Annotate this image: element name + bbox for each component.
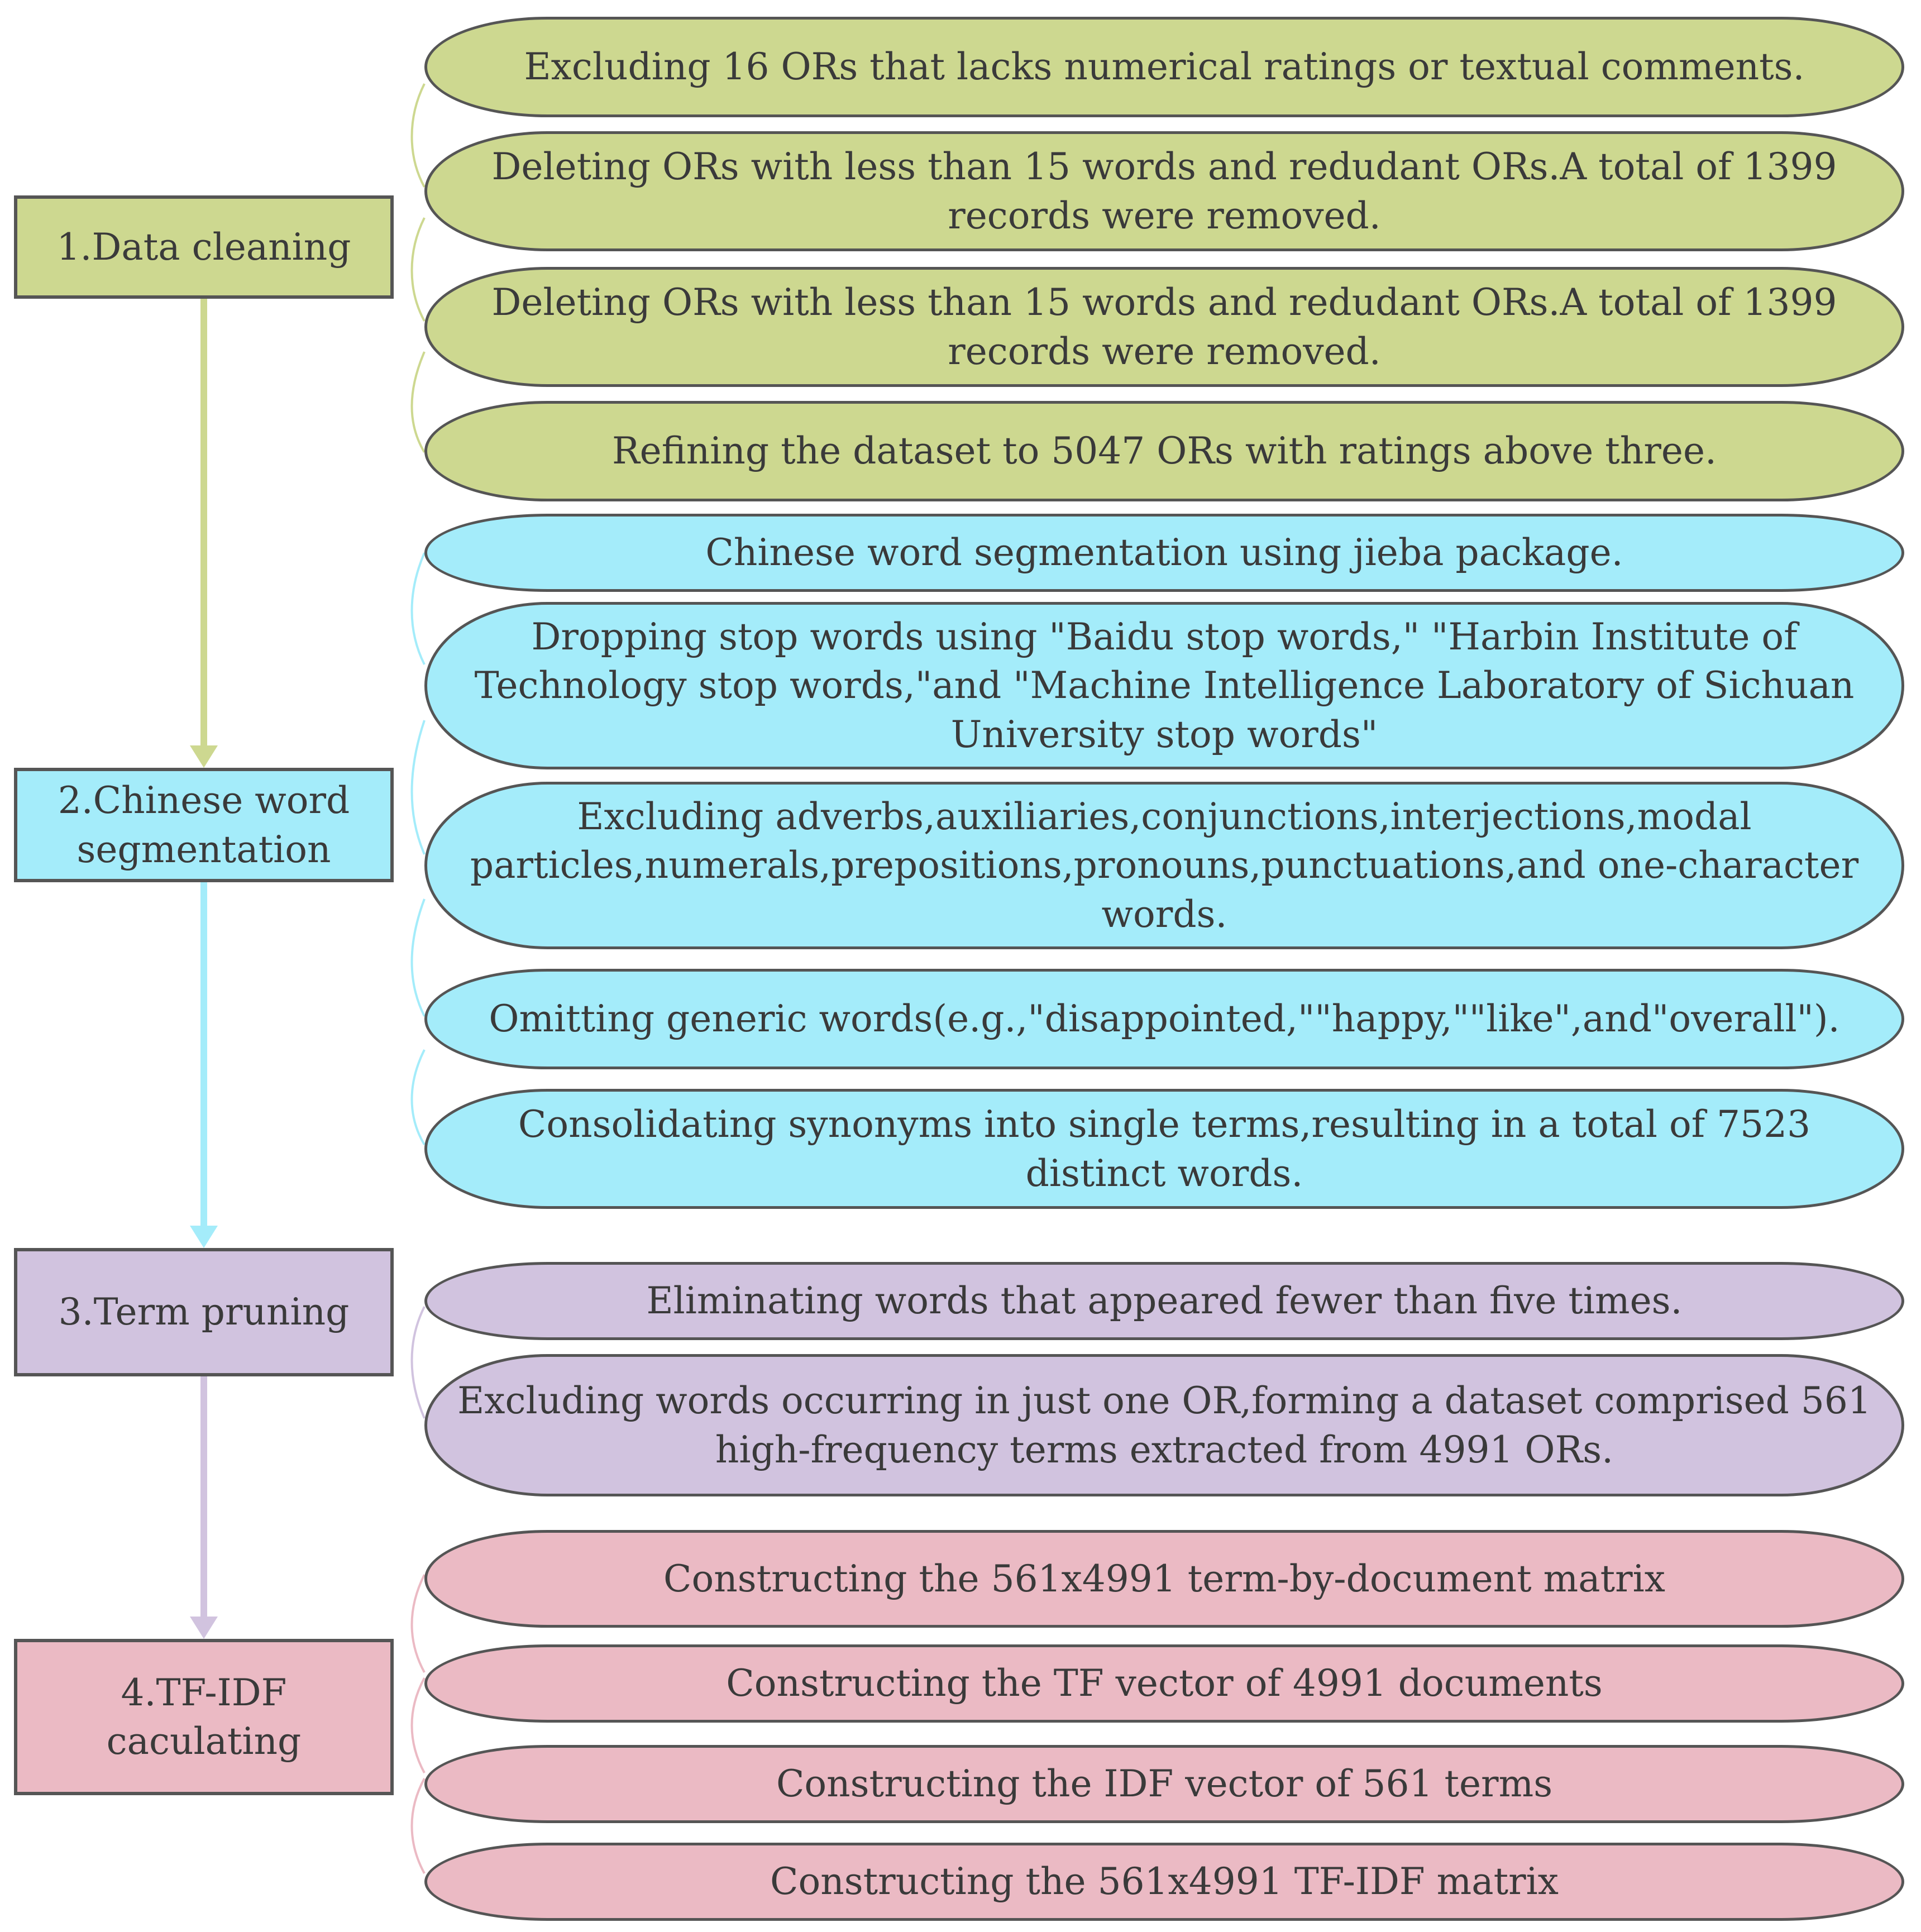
connector-segmentation-1 <box>410 552 426 665</box>
connector-tfidf-3 <box>410 1778 426 1874</box>
detail-segmentation-1: Chinese word segmentation using jieba pa… <box>424 514 1904 592</box>
detail-tfidf-3: Constructing the IDF vector of 561 terms <box>424 1745 1904 1823</box>
detail-segmentation-3: Excluding adverbs,auxiliaries,conjunctio… <box>424 782 1904 949</box>
arrow-head-step4 <box>190 1617 218 1639</box>
step-data-cleaning: 1.Data cleaning <box>14 195 394 299</box>
step-term-pruning: 3.Term pruning <box>14 1248 394 1376</box>
step-chinese-word-segmentation: 2.Chinese word segmentation <box>14 768 394 882</box>
connector-tfidf-2 <box>410 1677 426 1773</box>
detail-segmentation-2: Dropping stop words using "Baidu stop wo… <box>424 602 1904 769</box>
detail-cleaning-2: Deleting ORs with less than 15 words and… <box>424 131 1904 251</box>
arrow-head-step3 <box>190 1226 218 1248</box>
detail-segmentation-5: Consolidating synonyms into single terms… <box>424 1089 1904 1209</box>
connector-segmentation-2 <box>410 720 426 855</box>
connector-tfidf-1 <box>410 1574 426 1673</box>
detail-tfidf-1: Constructing the 561x4991 term-by-docume… <box>424 1530 1904 1628</box>
detail-tfidf-2: Constructing the TF vector of 4991 docum… <box>424 1644 1904 1723</box>
step-tf-idf-calculating: 4.TF-IDF caculating <box>14 1639 394 1795</box>
detail-cleaning-4: Refining the dataset to 5047 ORs with ra… <box>424 401 1904 501</box>
connector-pruning-1 <box>410 1306 426 1419</box>
arrow-head-step2 <box>190 745 218 768</box>
detail-tfidf-4: Constructing the 561x4991 TF-IDF matrix <box>424 1843 1904 1921</box>
connector-segmentation-3 <box>410 898 426 1017</box>
connector-segmentation-4 <box>410 1049 426 1146</box>
connector-cleaning-2 <box>410 217 426 322</box>
connector-cleaning-3 <box>410 351 426 453</box>
detail-pruning-2: Excluding words occurring in just one OR… <box>424 1354 1904 1496</box>
detail-segmentation-4: Omitting generic words(e.g.,"disappointe… <box>424 969 1904 1069</box>
detail-cleaning-3: Deleting ORs with less than 15 words and… <box>424 267 1904 387</box>
connector-cleaning-1 <box>410 83 426 188</box>
detail-pruning-1: Eliminating words that appeared fewer th… <box>424 1262 1904 1340</box>
detail-cleaning-1: Excluding 16 ORs that lacks numerical ra… <box>424 17 1904 117</box>
